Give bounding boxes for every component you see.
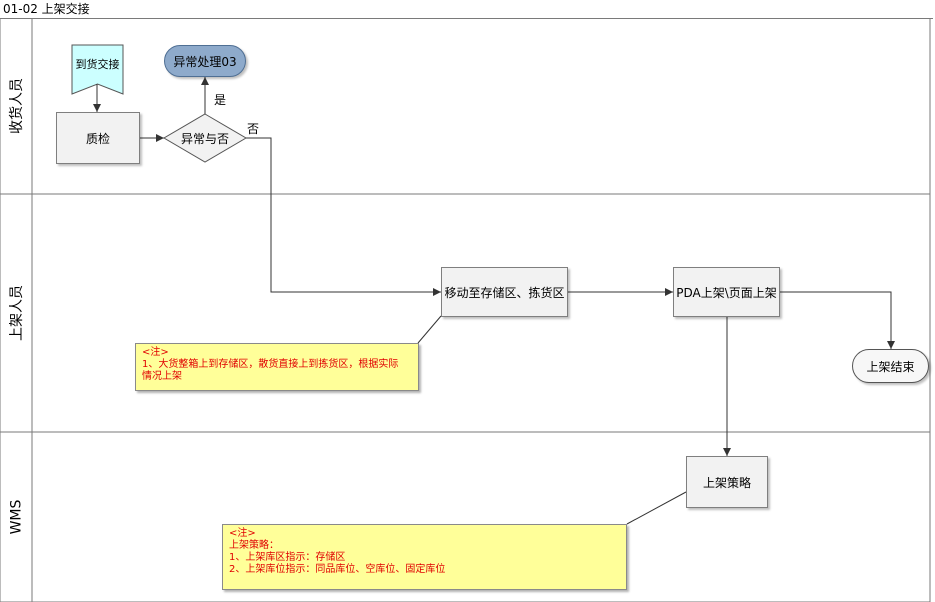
arrow-decision-to-move	[246, 137, 441, 296]
note-shelving-rule: <注> 1、大货整箱上到存储区，散货直接上到拣货区，根据实际 情况上架	[135, 343, 419, 391]
note1-line: 情况上架	[142, 371, 182, 382]
strategy-node[interactable]: 上架策略	[686, 456, 768, 508]
move-node[interactable]: 移动至存储区、拣货区	[441, 267, 568, 317]
end-node[interactable]: 上架结束	[852, 349, 929, 383]
lane-receiving-label: 收货人员	[9, 78, 25, 134]
diagram-title: 01-02 上架交接	[0, 0, 933, 19]
note1-line: <注>	[142, 347, 169, 358]
exception-node[interactable]: 异常处理03	[164, 45, 246, 77]
pda-node[interactable]: PDA上架\页面上架	[673, 267, 780, 317]
decision-shape[interactable]	[163, 113, 247, 163]
lane-receiving: 收货人员	[0, 18, 32, 194]
note2-connector	[626, 491, 687, 525]
lane-shelving: 上架人员	[0, 194, 32, 432]
note2-line: 上架策略：	[229, 540, 279, 551]
note-strategy: <注> 上架策略： 1、上架库区指示：存储区 2、上架库位指示：同品库位、空库位…	[222, 524, 627, 590]
lane-wms-label: WMS	[8, 499, 24, 535]
arrow-pda-to-end	[780, 291, 895, 349]
qc-node[interactable]: 质检	[56, 112, 140, 164]
edge-label-yes: 是	[214, 93, 227, 107]
arrival-shape[interactable]	[71, 44, 124, 95]
connectors	[93, 77, 895, 525]
note2-line: 1、上架库区指示：存储区	[229, 552, 346, 563]
note1-connector	[417, 315, 442, 344]
arrival-node[interactable]: 到货交接	[75, 58, 120, 71]
lane-wms: WMS	[0, 432, 32, 602]
lane-shelving-label: 上架人员	[9, 285, 25, 341]
note2-line: <注>	[229, 528, 256, 539]
decision-node[interactable]: 异常与否	[180, 131, 229, 146]
note1-line: 1、大货整箱上到存储区，散货直接上到拣货区，根据实际	[142, 359, 399, 370]
note2-line: 2、上架库位指示：同品库位、空库位、固定库位	[229, 564, 446, 575]
edge-label-no: 否	[247, 122, 260, 136]
